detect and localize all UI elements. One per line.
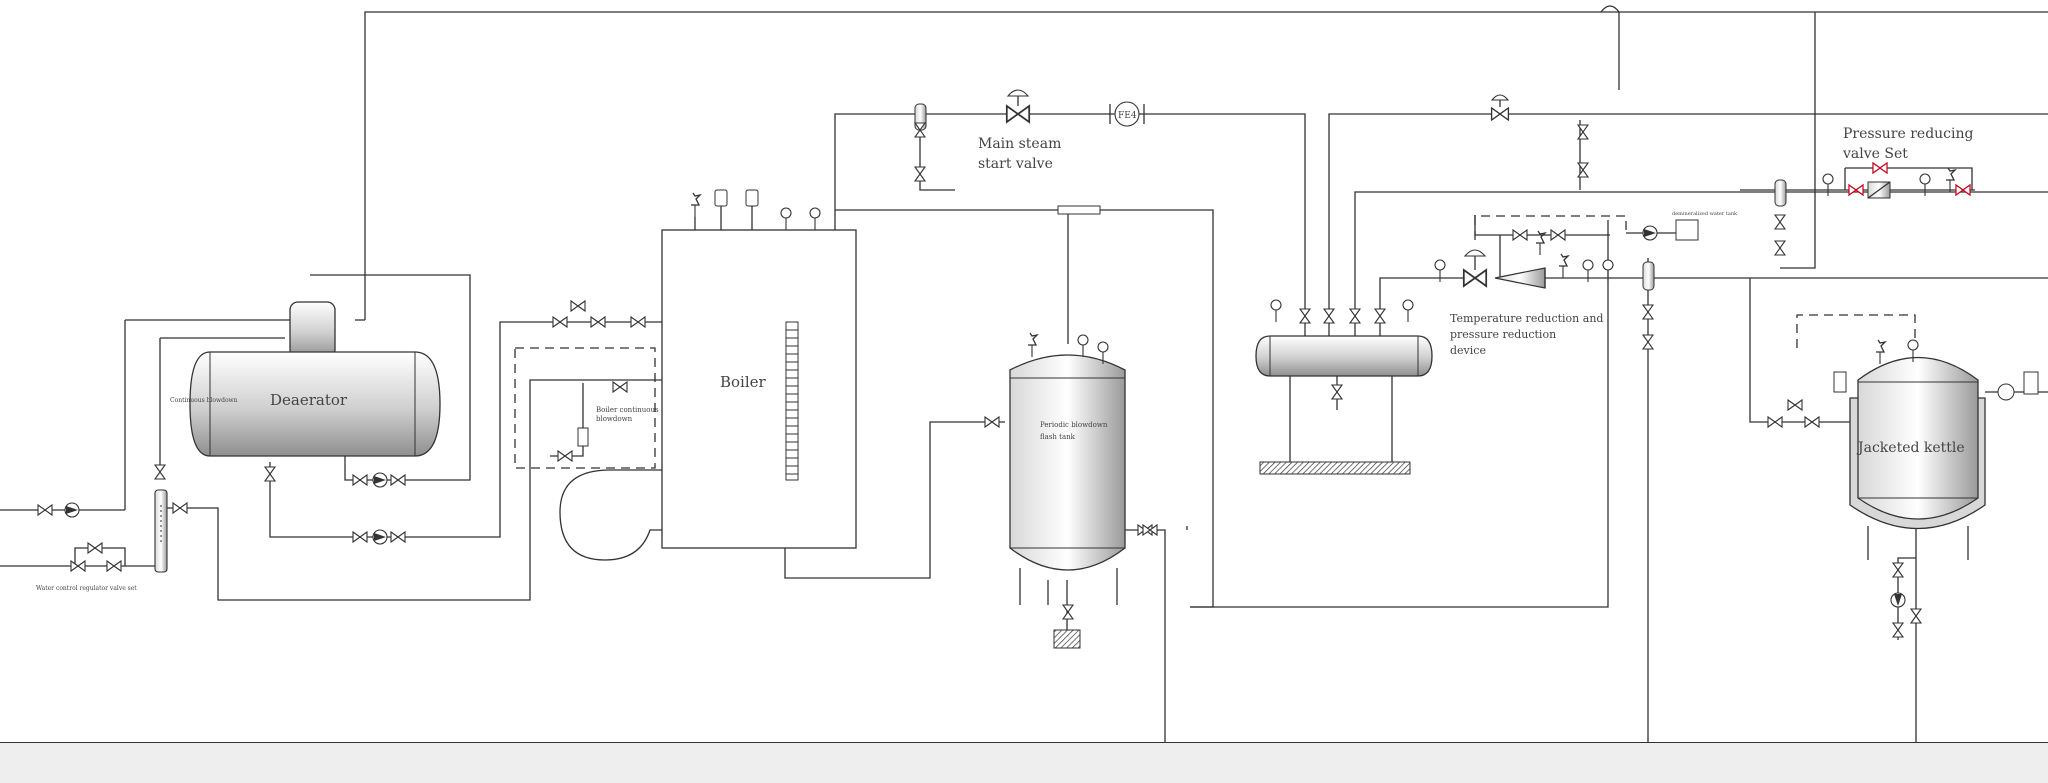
temp-reduction-label-3: device xyxy=(1450,344,1486,357)
safety-valves xyxy=(690,167,1956,365)
temp-reduction-label-2: pressure reduction xyxy=(1450,328,1556,341)
main-steam-label-2: start valve xyxy=(978,156,1053,172)
steam-separator xyxy=(1642,261,1655,291)
boiler-vessel xyxy=(559,229,857,561)
prv-separator xyxy=(1774,179,1787,207)
periodic-label-2: flash tank xyxy=(1040,433,1076,441)
water-control-label: Water control regulator valve set xyxy=(36,585,137,592)
level-column xyxy=(154,489,168,573)
boiler-label: Boiler xyxy=(720,373,767,391)
deaerator-vessel xyxy=(189,301,441,457)
flash-tank-vessel xyxy=(1009,205,1126,649)
boiler-continuous-label-2: blowdown xyxy=(596,415,633,423)
boiler-continuous-label-1: Boiler continuous xyxy=(596,406,659,414)
prv-red-valve-3[interactable] xyxy=(1872,161,1888,175)
temp-reduction-label-1: Temperature reduction and xyxy=(1450,312,1603,325)
prv-label-2: valve Set xyxy=(1842,146,1908,162)
footer-bar xyxy=(0,742,2048,783)
periodic-label-1: Periodic blowdown xyxy=(1040,421,1108,429)
desuperheater xyxy=(1494,267,1546,289)
level-switches xyxy=(694,189,759,230)
trap xyxy=(577,427,589,447)
flow-element-fe4: FE4 xyxy=(1109,101,1145,127)
demin-water-tank xyxy=(1675,219,1699,241)
prv-label-1: Pressure reducing xyxy=(1843,126,1974,142)
main-steam-label-1: Main steam xyxy=(978,136,1061,152)
continuous-blowdown-label: Continuous blowdown xyxy=(170,397,238,404)
jacketed-kettle xyxy=(1833,356,2039,560)
pressure-reducing-valve[interactable] xyxy=(1867,181,1891,199)
steam-distributor xyxy=(1255,335,1433,475)
control-valve-steam[interactable] xyxy=(1490,94,1510,121)
prv-red-valve-2[interactable] xyxy=(1955,183,1971,197)
main-steam-valve[interactable] xyxy=(1005,89,1031,123)
svg-text:FE4: FE4 xyxy=(1118,111,1137,121)
jacketed-kettle-label: Jacketed kettle xyxy=(1856,440,1965,456)
control-valve-temp[interactable] xyxy=(1462,249,1488,287)
prv-red-valve-1[interactable] xyxy=(1848,183,1864,197)
demin-label: demineralized water tank xyxy=(1672,211,1738,217)
deaerator-label: Deaerator xyxy=(270,391,348,409)
